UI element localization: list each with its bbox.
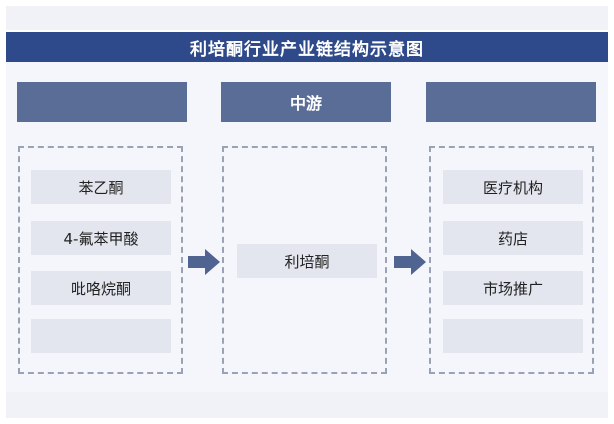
upstream-box xyxy=(18,146,183,374)
upstream-item-4 xyxy=(31,319,171,353)
upstream-item-2: 4-氟苯甲酸 xyxy=(31,221,171,255)
downstream-item-2: 药店 xyxy=(443,221,583,255)
midstream-box xyxy=(222,146,387,374)
bottom-band xyxy=(6,392,608,418)
downstream-item-1: 医疗机构 xyxy=(443,170,583,204)
diagram-title: 利培酮行业产业链结构示意图 xyxy=(6,32,608,62)
downstream-item-4 xyxy=(443,319,583,353)
right-arrow-icon xyxy=(188,249,220,275)
upstream-item-1: 苯乙酮 xyxy=(31,170,171,204)
top-band xyxy=(6,6,608,30)
downstream-header xyxy=(426,82,596,122)
right-arrow-icon xyxy=(394,249,426,275)
upstream-header xyxy=(17,82,187,122)
downstream-item-3: 市场推广 xyxy=(443,271,583,305)
midstream-item-1: 利培酮 xyxy=(237,244,377,278)
downstream-box xyxy=(429,146,594,374)
midstream-header: 中游 xyxy=(221,82,391,122)
upstream-item-3: 吡咯烷酮 xyxy=(31,271,171,305)
